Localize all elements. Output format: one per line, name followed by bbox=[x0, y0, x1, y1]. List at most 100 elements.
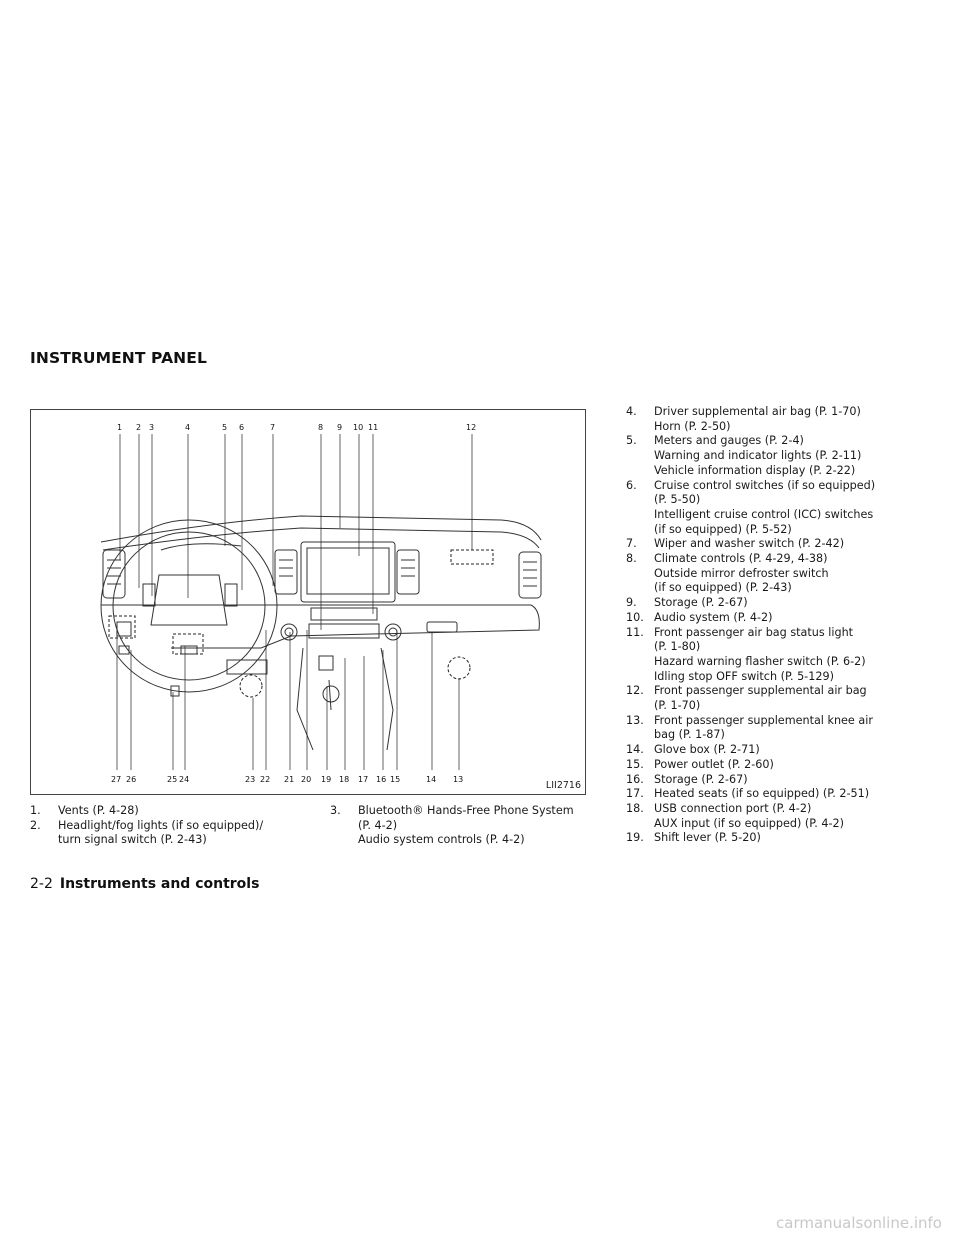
legend-item-text: Wiper and washer switch (P. 2-42) bbox=[654, 537, 845, 551]
legend-item-number: 4. bbox=[626, 405, 637, 418]
callout-7: 7 bbox=[270, 423, 275, 432]
legend-item-text: Horn (P. 2-50) bbox=[654, 419, 731, 433]
legend-item: 1. Vents (P. 4-28) bbox=[30, 804, 310, 819]
callout-10: 10 bbox=[353, 423, 363, 432]
legend-item: 15. Power outlet (P. 2-60) bbox=[626, 758, 926, 773]
callout-6: 6 bbox=[239, 423, 244, 432]
legend-item-text: Climate controls (P. 4-29, 4-38) bbox=[654, 552, 828, 566]
legend-item-number: 1. bbox=[30, 804, 41, 817]
legend-item-number: 11. bbox=[626, 625, 644, 639]
callout-2: 2 bbox=[136, 423, 141, 432]
callout-25: 25 bbox=[167, 775, 177, 784]
legend-item-number: 16. bbox=[626, 772, 644, 786]
legend-item-text: Storage (P. 2-67) bbox=[654, 596, 748, 610]
legend-item-number: 3. bbox=[330, 804, 341, 817]
legend-item: 13.Front passenger supplemental knee air… bbox=[626, 714, 926, 743]
callout-16: 16 bbox=[376, 775, 386, 784]
callout-3: 3 bbox=[149, 423, 154, 432]
callout-18: 18 bbox=[339, 775, 349, 784]
legend-item-text: Front passenger supplemental air bag bbox=[654, 684, 867, 698]
legend-item-text: Headlight/fog lights (if so equipped)/ bbox=[58, 818, 264, 832]
legend-item: 11. Front passenger air bag status light(… bbox=[626, 626, 926, 685]
legend-item-number: 18. bbox=[626, 801, 644, 815]
legend-item-text: AUX input (if so equipped) (P. 4-2) bbox=[654, 816, 844, 830]
callout-23: 23 bbox=[245, 775, 255, 784]
legend-item-number: 12. bbox=[626, 684, 644, 698]
legend-item-text: Bluetooth® Hands-Free Phone System bbox=[358, 804, 574, 817]
legend-item-text: (P. 1-70) bbox=[654, 699, 701, 713]
legend-item-text: (P. 4-2) bbox=[358, 818, 398, 832]
legend-item-text: Intelligent cruise control (ICC) switche… bbox=[654, 507, 874, 521]
legend-item-number: 7. bbox=[626, 537, 637, 551]
legend-item: 4. Driver supplemental air bag (P. 1-70)H… bbox=[626, 405, 926, 434]
legend-item-text: Storage (P. 2-67) bbox=[654, 772, 748, 786]
legend-item-text: Hazard warning flasher switch (P. 6-2) bbox=[654, 654, 866, 668]
legend-item-text: Vents (P. 4-28) bbox=[58, 804, 139, 817]
legend-item: 7. Wiper and washer switch (P. 2-42) bbox=[626, 537, 926, 552]
legend-item-text: Front passenger supplemental knee air bbox=[654, 713, 873, 727]
figure-code: LII2716 bbox=[545, 780, 581, 791]
callout-11: 11 bbox=[368, 423, 378, 432]
legend-item-number: 9. bbox=[626, 596, 637, 610]
legend-item-text: Heated seats (if so equipped) (P. 2-51) bbox=[654, 787, 870, 801]
callout-20: 20 bbox=[301, 775, 311, 784]
callout-19: 19 bbox=[321, 775, 331, 784]
callout-15: 15 bbox=[390, 775, 400, 784]
legend-item-number: 6. bbox=[626, 478, 637, 492]
legend-item-text: turn signal switch (P. 2-43) bbox=[58, 833, 207, 847]
legend-item: 5.Meters and gauges (P. 2-4)Warning and … bbox=[626, 434, 926, 478]
legend-item-text: (P. 1-80) bbox=[654, 640, 701, 654]
legend-column-1: 1. Vents (P. 4-28) 2. Headlight/fog lights … bbox=[30, 804, 310, 848]
legend-item-text: Idling stop OFF switch (P. 5-129) bbox=[654, 669, 834, 683]
legend-item-text: (if so equipped) (P. 2-43) bbox=[654, 581, 792, 595]
legend-item: 18. USB connection port (P. 4-2)AUX input… bbox=[626, 802, 926, 831]
instrument-panel-figure: 1 2 3 4 5 6 7 8 9 10 11 12 27 26 25 24 2… bbox=[30, 409, 586, 795]
watermark: carmanualsonline.info bbox=[776, 1214, 942, 1232]
legend-item: 14. Glove box (P. 2-71) bbox=[626, 743, 926, 758]
legend-item-text: (if so equipped) (P. 5-52) bbox=[654, 522, 792, 536]
legend-item-text: Cruise control switches (if so equipped) bbox=[654, 478, 876, 492]
legend-item-text: Vehicle information display (P. 2-22) bbox=[654, 463, 856, 477]
callout-26: 26 bbox=[126, 775, 136, 784]
callout-12: 12 bbox=[466, 423, 476, 432]
callout-22: 22 bbox=[260, 775, 270, 784]
legend-item: 17. Heated seats (if so equipped) (P. 2-5… bbox=[626, 787, 926, 802]
callout-24: 24 bbox=[179, 775, 189, 784]
legend-item-text: Outside mirror defroster switch bbox=[654, 566, 829, 580]
legend-item-text: Meters and gauges (P. 2-4) bbox=[654, 434, 804, 448]
callout-21: 21 bbox=[284, 775, 294, 784]
legend-item-number: 8. bbox=[626, 552, 637, 566]
legend-item: 2. Headlight/fog lights (if so equipped)/… bbox=[30, 819, 310, 848]
legend-item: 9. Storage (P. 2-67) bbox=[626, 596, 926, 611]
callout-4: 4 bbox=[185, 423, 190, 432]
legend-item: 19. Shift lever (P. 5-20) bbox=[626, 831, 926, 846]
legend-item-text: Power outlet (P. 2-60) bbox=[654, 757, 774, 771]
legend-column-2: 3. Bluetooth® Hands-Free Phone System(P. … bbox=[330, 804, 600, 848]
legend-item-number: 2. bbox=[30, 818, 41, 832]
callout-17: 17 bbox=[358, 775, 368, 784]
legend-item-number: 17. bbox=[626, 787, 644, 801]
callout-9: 9 bbox=[337, 423, 342, 432]
legend-item-text: USB connection port (P. 4-2) bbox=[654, 801, 812, 815]
legend-item: 10. Audio system (P. 4-2) bbox=[626, 611, 926, 626]
legend-item-text: bag (P. 1-87) bbox=[654, 728, 725, 742]
section-title: INSTRUMENT PANEL bbox=[30, 349, 207, 367]
legend-item-number: 15. bbox=[626, 757, 644, 771]
callout-5: 5 bbox=[222, 423, 227, 432]
legend-item: 16. Storage (P. 2-67) bbox=[626, 773, 926, 788]
legend-item-text: Front passenger air bag status light bbox=[654, 625, 854, 639]
legend-item-text: Audio system controls (P. 4-2) bbox=[358, 833, 525, 847]
legend-column-3: 4.Driver supplemental air bag (P. 1-70)H… bbox=[626, 405, 926, 846]
callout-13: 13 bbox=[453, 775, 463, 784]
legend-item-text: Audio system (P. 4-2) bbox=[654, 610, 773, 624]
legend-item-text: Driver supplemental air bag (P. 1-70) bbox=[654, 405, 861, 418]
legend-item-number: 19. bbox=[626, 831, 644, 845]
callout-27: 27 bbox=[111, 775, 121, 784]
legend-item-number: 10. bbox=[626, 610, 644, 624]
instrument-panel-drawing: 1 2 3 4 5 6 7 8 9 10 11 12 27 26 25 24 2… bbox=[100, 423, 542, 784]
legend-item-number: 14. bbox=[626, 743, 644, 757]
legend-item-text: Glove box (P. 2-71) bbox=[654, 743, 760, 757]
legend-item-text: Shift lever (P. 5-20) bbox=[654, 831, 761, 845]
legend-item: 8. Climate controls (P. 4-29, 4-38)Outsid… bbox=[626, 552, 926, 596]
legend-item-number: 5. bbox=[626, 434, 637, 448]
